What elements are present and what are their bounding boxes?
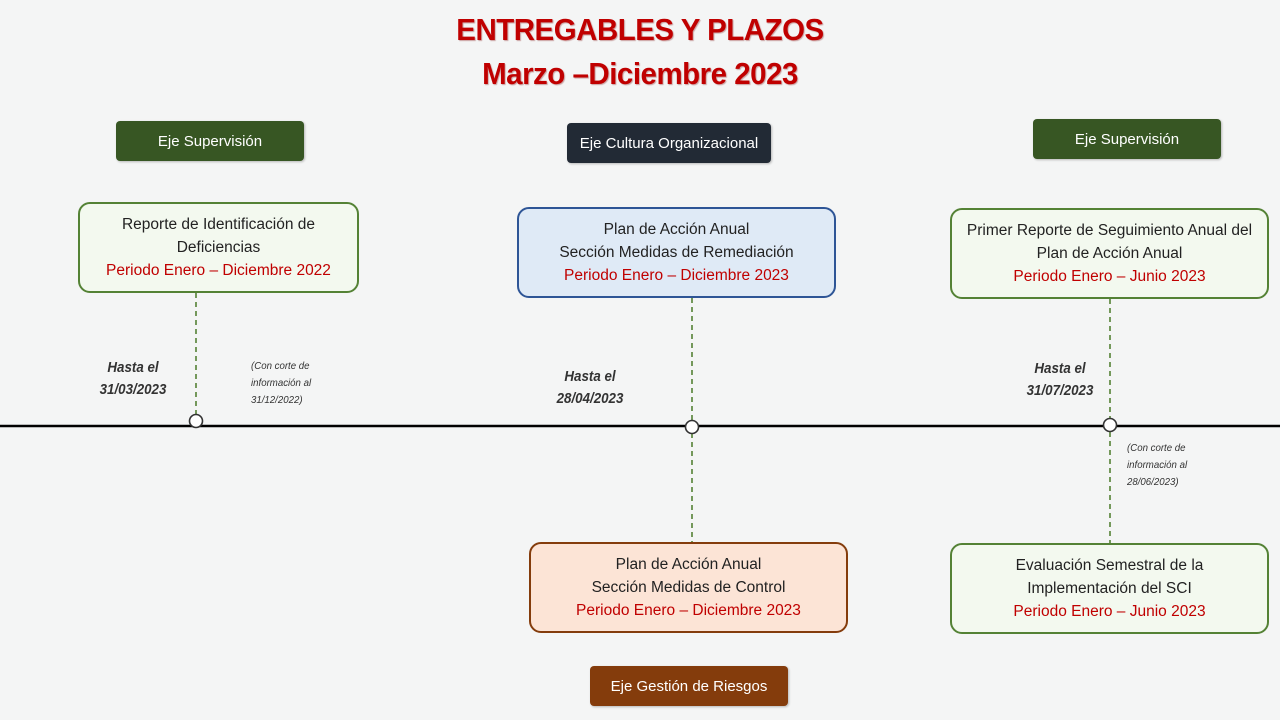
note-line: información al [251,377,312,389]
card-plan-control: Plan de Acción Anual Sección Medidas de … [529,542,848,633]
card-period: Periodo Enero – Diciembre 2022 [106,262,331,279]
card-evaluacion-semestral: Evaluación Semestral de la Implementació… [950,543,1269,634]
deadline-date: 31/07/2023 [1026,383,1094,399]
card-text-line: Plan de Acción Anual [1036,245,1183,262]
card-text-line: Evaluación Semestral de la [1015,557,1204,574]
card-period: Periodo Enero – Diciembre 2023 [576,602,801,619]
note-line: (Con corte de [251,360,310,372]
card-text-line: Implementación del SCI [1027,580,1192,597]
note-line: información al [1127,459,1188,471]
card-text-line: Plan de Acción Anual [615,556,762,573]
deadline-prefix: Hasta el [1034,361,1086,377]
card-text-line: Sección Medidas de Remediación [559,244,794,261]
page-title: ENTREGABLES Y PLAZOS [456,12,824,47]
note-line: (Con corte de [1127,442,1186,454]
card-period: Periodo Enero – Junio 2023 [1013,268,1206,285]
card-primer-reporte: Primer Reporte de Seguimiento Anual del … [950,208,1269,299]
timeline-marker-1 [188,413,204,429]
deadline-date: 28/04/2023 [556,391,624,407]
card-text-line: Deficiencias [176,239,261,256]
card-text-line: Plan de Acción Anual [603,221,750,238]
card-reporte-identificacion: Reporte de Identificación de Deficiencia… [78,202,359,293]
deadline-3: Hasta el 31/07/2023 [1019,358,1102,402]
timeline-marker-3 [1102,417,1118,433]
deadline-prefix: Hasta el [564,369,616,385]
note-corte-1: (Con corte de información al 31/12/2022) [251,358,343,409]
deadline-date: 31/03/2023 [99,382,167,398]
axis-label-riesgos: Eje Gestión de Riesgos [590,666,788,706]
note-line: 28/06/2023) [1127,476,1179,488]
deadline-1: Hasta el 31/03/2023 [92,357,175,401]
deadline-2: Hasta el 28/04/2023 [549,366,632,410]
card-plan-remediacion: Plan de Acción Anual Sección Medidas de … [517,207,836,298]
note-corte-2: (Con corte de información al 28/06/2023) [1127,440,1219,491]
deadline-prefix: Hasta el [107,360,159,376]
card-text-line: Reporte de Identificación de [121,216,316,233]
page-subtitle: Marzo –Diciembre 2023 [482,56,798,91]
card-text-line: Sección Medidas de Control [591,579,786,596]
axis-label-supervision-right: Eje Supervisión [1033,119,1221,159]
note-line: 31/12/2022) [251,394,303,406]
axis-label-cultura: Eje Cultura Organizacional [567,123,771,163]
axis-label-supervision-left: Eje Supervisión [116,121,304,161]
timeline-marker-2 [684,419,700,435]
card-text-line: Primer Reporte de Seguimiento Anual del [966,222,1253,239]
card-period: Periodo Enero – Junio 2023 [1013,603,1206,620]
card-period: Periodo Enero – Diciembre 2023 [564,267,789,284]
